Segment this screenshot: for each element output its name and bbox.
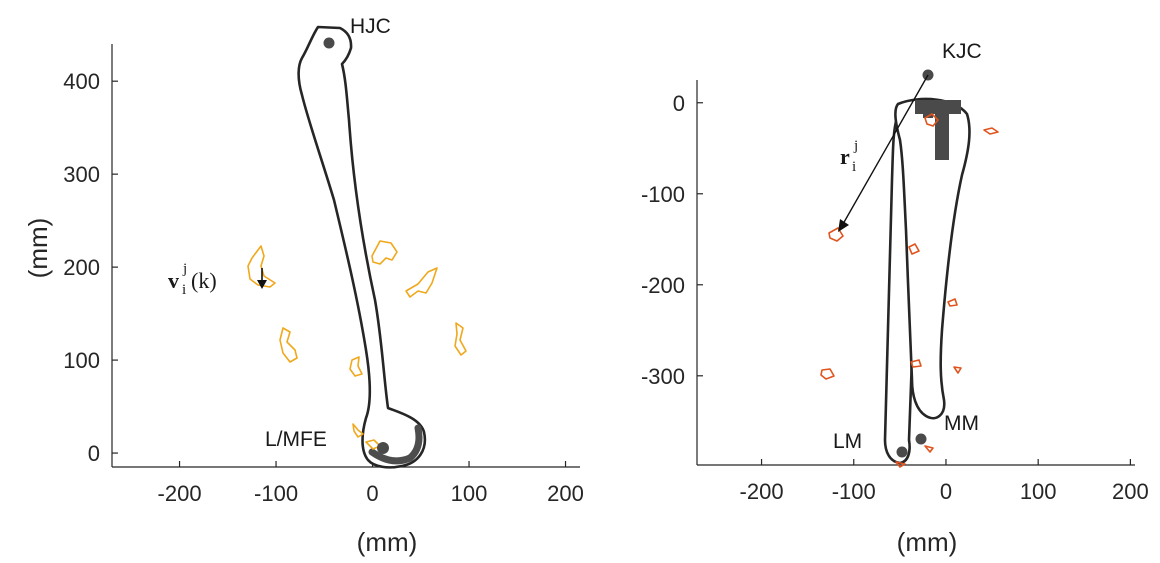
position-vector xyxy=(842,74,929,225)
left-x-tick-label: -100 xyxy=(254,481,298,506)
right-x-tick-label: 100 xyxy=(1020,479,1057,504)
femur-trajectory xyxy=(371,240,398,265)
tibia-trajectory xyxy=(910,359,922,368)
femur-trajectory xyxy=(349,356,363,377)
r-sub: i xyxy=(852,159,856,175)
tibia-marker-trajectories xyxy=(820,113,999,468)
v-base: v xyxy=(168,268,179,293)
tibia-trajectory xyxy=(924,445,934,453)
position-vector-arrowhead xyxy=(838,219,849,232)
tibia-plot: -200 -100 0 100 200 0 -100 -200 -300 (mm) KJC xyxy=(641,40,1149,557)
femur-plot: -200 -100 0 100 200 0 100 200 300 400 (mm) (mm) H… xyxy=(23,15,584,557)
r-base: r xyxy=(840,144,850,169)
position-symbol: r i j xyxy=(840,138,858,175)
tibia-trajectory xyxy=(828,227,844,242)
tibia-outline xyxy=(894,97,971,420)
left-xlabel: (mm) xyxy=(357,527,418,557)
left-x-tick-label: 200 xyxy=(547,481,584,506)
velocity-symbol: v i j (k) xyxy=(168,261,217,298)
tibia-trajectory xyxy=(947,298,958,307)
hjc-point xyxy=(323,37,335,49)
femur-trajectory xyxy=(247,245,276,288)
tibia-trajectory xyxy=(820,368,835,380)
left-y-tick-label: 300 xyxy=(63,162,100,187)
left-x-tick-label: -200 xyxy=(158,481,202,506)
tibia-trajectory xyxy=(953,366,962,374)
tibia-stem-mark xyxy=(935,108,949,160)
right-y-tick-label: -100 xyxy=(641,182,685,207)
right-x-tick-label: 0 xyxy=(940,479,952,504)
mm-point xyxy=(915,433,927,445)
right-xlabel: (mm) xyxy=(897,527,958,557)
left-y-tick-label: 100 xyxy=(63,348,100,373)
tibia-trajectory xyxy=(983,127,999,135)
v-arg: (k) xyxy=(191,268,217,293)
lm-label: LM xyxy=(833,430,862,453)
kjc-label: KJC xyxy=(942,40,982,63)
tibia-trajectory xyxy=(908,243,920,255)
left-ticks: -200 -100 0 100 200 0 100 200 300 400 xyxy=(63,69,584,506)
right-y-tick-label: 0 xyxy=(673,91,685,116)
lm-point xyxy=(896,446,908,458)
right-ticks: -200 -100 0 100 200 0 -100 -200 -300 xyxy=(641,91,1149,504)
r-sup: j xyxy=(853,138,858,154)
right-y-tick-label: -200 xyxy=(641,273,685,298)
mm-label: MM xyxy=(944,412,979,435)
left-y-tick-label: 400 xyxy=(63,69,100,94)
velocity-arrowhead xyxy=(257,280,267,289)
v-sub: i xyxy=(182,282,186,298)
right-x-tick-label: -100 xyxy=(832,479,876,504)
left-y-tick-label: 200 xyxy=(63,255,100,280)
tibia-trajectory xyxy=(924,113,939,127)
left-ylabel: (mm) xyxy=(23,218,53,279)
femur-trajectory xyxy=(352,423,364,438)
hjc-label: HJC xyxy=(350,15,391,38)
tibia-trajectory xyxy=(895,461,906,468)
femur-outline xyxy=(297,25,427,469)
femur-trajectory xyxy=(405,267,438,298)
right-x-tick-label: -200 xyxy=(740,479,784,504)
lmfe-label: L/MFE xyxy=(265,428,327,451)
left-x-tick-label: 0 xyxy=(366,481,378,506)
right-x-tick-label: 200 xyxy=(1112,479,1149,504)
v-sup: j xyxy=(182,261,187,277)
lmfe-point xyxy=(377,442,389,454)
left-x-tick-label: 100 xyxy=(451,481,488,506)
left-y-tick-label: 0 xyxy=(88,441,100,466)
femur-marker-trajectories xyxy=(247,240,467,450)
femur-trajectory xyxy=(454,322,467,356)
femur-trajectory xyxy=(279,327,298,363)
femur-condyle-band xyxy=(368,424,423,465)
right-y-tick-label: -300 xyxy=(641,364,685,389)
